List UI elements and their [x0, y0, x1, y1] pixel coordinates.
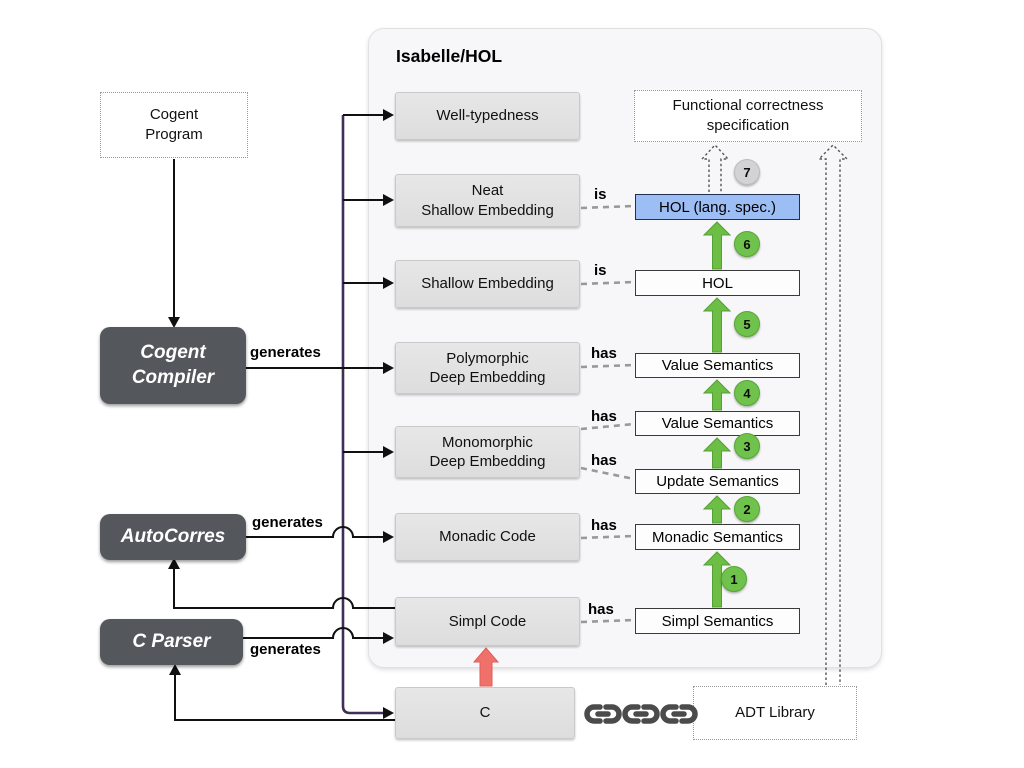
label-is-neat: is — [594, 186, 607, 203]
simpl-to-autocorres-line — [173, 568, 395, 609]
label-has-simpl: has — [588, 601, 614, 618]
chain-link-icon — [621, 699, 661, 729]
label-generates-autocorres: generates — [252, 514, 323, 531]
label-generates-compiler: generates — [250, 344, 321, 361]
node-monadic-semantics: Monadic Semantics — [635, 524, 800, 550]
step-badge-1: 1 — [721, 566, 747, 592]
node-value-semantics-poly: Value Semantics — [635, 353, 800, 378]
label-is-shallow: is — [594, 262, 607, 279]
c-to-cparser-line — [174, 674, 395, 721]
label-generates-cparser: generates — [250, 641, 321, 658]
node-cogent-program: Cogent Program — [100, 92, 248, 158]
frame-title: Isabelle/HOL — [396, 46, 503, 66]
node-shallow-embedding: Shallow Embedding — [395, 260, 580, 308]
label-has-poly: has — [591, 345, 617, 362]
node-adt-library: ADT Library — [693, 686, 857, 740]
node-update-semantics: Update Semantics — [635, 469, 800, 494]
node-c: C — [395, 687, 575, 739]
node-c-parser: C Parser — [100, 619, 243, 665]
node-well-typedness: Well-typedness — [395, 92, 580, 140]
node-monomorphic-deep-embedding: Monomorphic Deep Embedding — [395, 426, 580, 478]
node-hol-lang-spec: HOL (lang. spec.) — [635, 194, 800, 220]
node-simpl-semantics: Simpl Semantics — [635, 608, 800, 634]
node-polymorphic-deep-embedding: Polymorphic Deep Embedding — [395, 342, 580, 394]
step-badge-3: 3 — [734, 433, 760, 459]
node-monadic-code: Monadic Code — [395, 513, 580, 561]
step-badge-4: 4 — [734, 380, 760, 406]
node-autocorres: AutoCorres — [100, 514, 246, 560]
step-badge-2: 2 — [734, 496, 760, 522]
label-has-mono-update: has — [591, 452, 617, 469]
node-hol: HOL — [635, 270, 800, 296]
cparser-generates-line — [243, 627, 384, 639]
step-badge-5: 5 — [734, 311, 760, 337]
node-functional-correctness-spec: Functional correctness specification — [634, 90, 862, 142]
step-badge-7: 7 — [734, 159, 760, 185]
label-has-mono-value: has — [591, 408, 617, 425]
node-neat-shallow-embedding: Neat Shallow Embedding — [395, 174, 580, 227]
node-cogent-compiler: Cogent Compiler — [100, 327, 246, 404]
label-has-monadic: has — [591, 517, 617, 534]
arrowhead-to-c — [383, 707, 394, 719]
node-simpl-code: Simpl Code — [395, 597, 580, 646]
node-value-semantics-mono: Value Semantics — [635, 411, 800, 436]
chain-link-icon — [583, 699, 623, 729]
chain-link-icon — [659, 699, 699, 729]
step-badge-6: 6 — [734, 231, 760, 257]
